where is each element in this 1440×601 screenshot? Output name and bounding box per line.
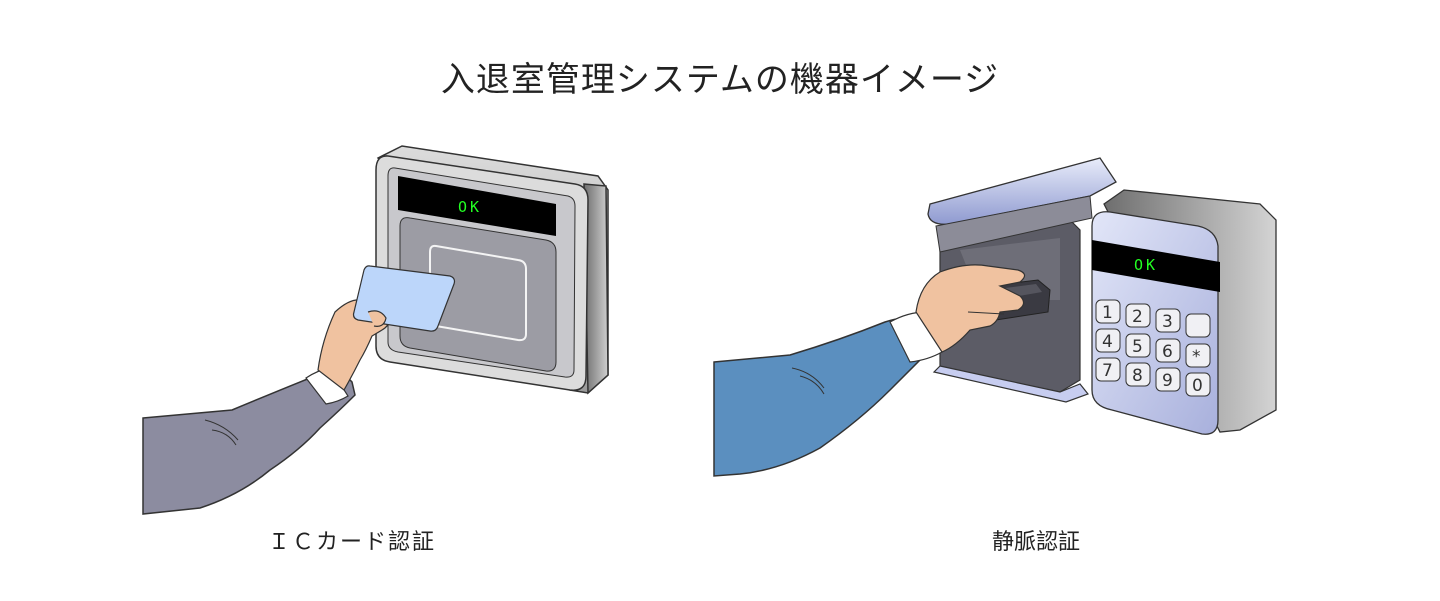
key-2[interactable]: 2 [1125, 303, 1151, 328]
ic-card-caption: ＩＣカード認証 [268, 530, 437, 555]
ic-display-text: OK [458, 198, 482, 216]
svg-text:7: 7 [1102, 361, 1113, 381]
key-blank[interactable] [1185, 313, 1211, 338]
key-0[interactable]: 0 [1185, 372, 1211, 397]
svg-text:0: 0 [1192, 376, 1203, 396]
left-thumb [367, 310, 387, 327]
vein-display-text: OK [1134, 256, 1158, 274]
key-3[interactable]: 3 [1155, 308, 1181, 333]
svg-text:9: 9 [1162, 371, 1173, 391]
key-6[interactable]: 6 [1155, 338, 1181, 363]
svg-text:3: 3 [1162, 312, 1173, 332]
key-7[interactable]: 7 [1095, 357, 1121, 382]
page-title: 入退室管理システムの機器イメージ [440, 60, 1000, 100]
svg-text:6: 6 [1162, 342, 1173, 362]
key-5[interactable]: 5 [1125, 333, 1151, 358]
key-4[interactable]: 4 [1095, 328, 1121, 353]
ic-display [398, 176, 556, 236]
ic-card-scene: OK [142, 145, 609, 515]
svg-text:1: 1 [1102, 303, 1113, 323]
svg-text:2: 2 [1132, 307, 1143, 327]
vein-display [1092, 240, 1220, 292]
key-1[interactable]: 1 [1095, 299, 1121, 324]
svg-text:4: 4 [1102, 332, 1113, 352]
right-hand [915, 264, 1026, 353]
key-9[interactable]: 9 [1155, 367, 1181, 392]
svg-text:8: 8 [1132, 366, 1143, 386]
left-arm [142, 367, 356, 515]
keypad: 1 2 3 4 5 6 * 7 8 9 0 [1095, 299, 1211, 397]
vein-caption: 静脈認証 [992, 530, 1081, 555]
key-8[interactable]: 8 [1125, 362, 1151, 387]
right-arm [713, 311, 943, 477]
ic-card [352, 265, 456, 332]
card-reader: OK [375, 145, 609, 395]
key-star[interactable]: * [1185, 343, 1211, 368]
vein-scene: OK 1 2 3 4 5 6 * 7 8 9 0 [713, 157, 1277, 477]
svg-text:*: * [1192, 347, 1201, 367]
svg-text:5: 5 [1132, 337, 1143, 357]
keypad-unit: OK 1 2 3 4 5 6 * 7 8 9 0 [1091, 189, 1277, 435]
